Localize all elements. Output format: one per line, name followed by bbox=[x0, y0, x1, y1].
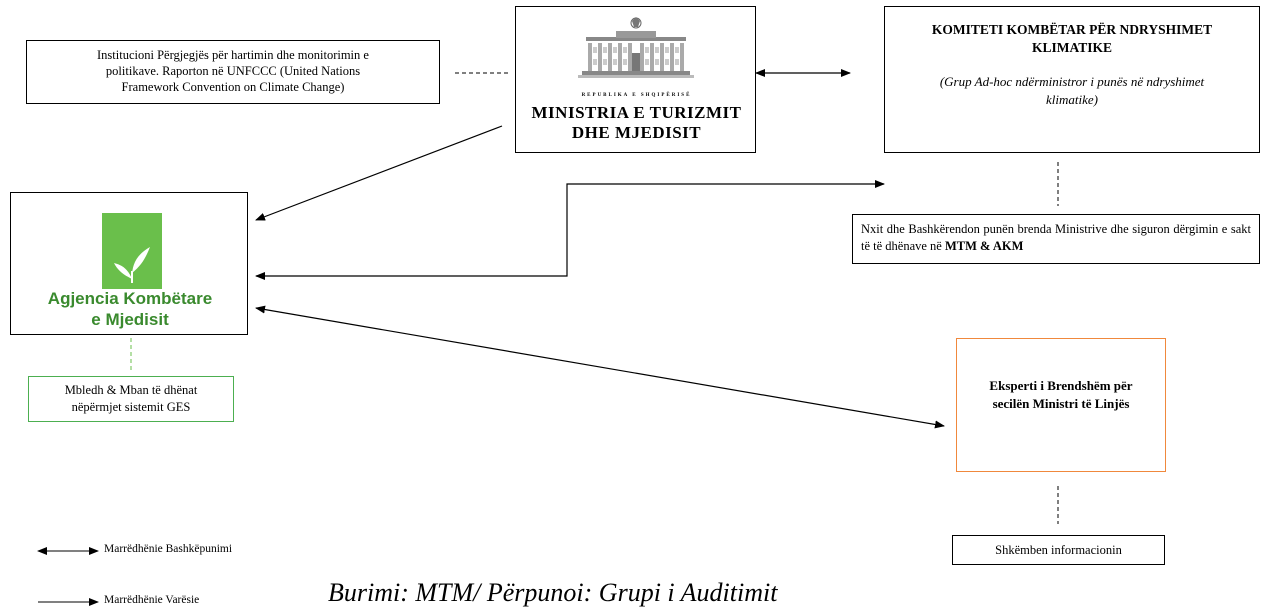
arrow-akm-eksperti bbox=[255, 305, 945, 429]
institucioni-line-2: politikave. Raporton në UNFCCC (United N… bbox=[105, 64, 361, 78]
shkemben-box: Shkëmben informacionin bbox=[952, 535, 1165, 565]
institucioni-box: Institucioni Përgjegjës për hartimin dhe… bbox=[26, 40, 440, 104]
legend-cooperation-label: Marrëdhënie Bashkëpunimi bbox=[104, 543, 233, 555]
ministry-building-logo bbox=[578, 17, 694, 78]
arrow-ministria-akm bbox=[255, 125, 503, 221]
eksperti-text: Eksperti i Brendshëm për secilën Ministr… bbox=[989, 378, 1133, 411]
institucioni-line-1: Institucioni Përgjegjës për hartimin dhe… bbox=[97, 48, 369, 62]
akm-name-line-1: Agjencia Kombëtare bbox=[47, 289, 213, 308]
komiteti-title: KOMITETI KOMBËTAR PËR NDRYSHIMET KLIMATI… bbox=[931, 22, 1213, 55]
arrow-komiteti-akm bbox=[255, 180, 885, 280]
komiteti-box: KOMITETI KOMBËTAR PËR NDRYSHIMET KLIMATI… bbox=[884, 6, 1260, 153]
komiteti-subtitle: (Grup Ad-hoc ndërministror i punës në nd… bbox=[939, 74, 1205, 107]
ministria-name-line-2: DHE MJEDISIT bbox=[571, 123, 702, 142]
source-caption: Burimi: MTM/ Përpunoi: Grupi i Auditimit bbox=[328, 578, 778, 607]
mbledh-text: Mbledh & Mban të dhënat nëpërmjet sistem… bbox=[64, 383, 198, 414]
nxit-box: Nxit dhe Bashkërendon punën brenda Minis… bbox=[852, 214, 1260, 264]
nxit-text-main: Nxit dhe Bashkërendon punën brenda Minis… bbox=[861, 222, 1251, 253]
ministria-country-label: REPUBLIKA E SHQIPËRISË bbox=[581, 93, 692, 98]
akm-box: Agjencia Kombëtare e Mjedisit bbox=[10, 192, 248, 335]
akm-leaf-logo bbox=[102, 213, 162, 289]
eksperti-box: Eksperti i Brendshëm për secilën Ministr… bbox=[956, 338, 1166, 472]
nxit-text-bold: MTM & AKM bbox=[944, 239, 1024, 253]
akm-name-line-2: e Mjedisit bbox=[91, 310, 169, 329]
ministria-box: REPUBLIKA E SHQIPËRISË MINISTRIA E TURIZ… bbox=[515, 6, 756, 153]
ministria-name-line-1: MINISTRIA E TURIZMIT bbox=[531, 103, 742, 122]
legend-dependency-label: Marrëdhënie Varësie bbox=[104, 594, 200, 606]
mbledh-box: Mbledh & Mban të dhënat nëpërmjet sistem… bbox=[28, 376, 234, 422]
shkemben-text: Shkëmben informacionin bbox=[995, 543, 1122, 557]
institucioni-line-3: Framework Convention on Climate Change) bbox=[121, 80, 345, 94]
nxit-text: Nxit dhe Bashkërendon punën brenda Minis… bbox=[861, 221, 1251, 255]
